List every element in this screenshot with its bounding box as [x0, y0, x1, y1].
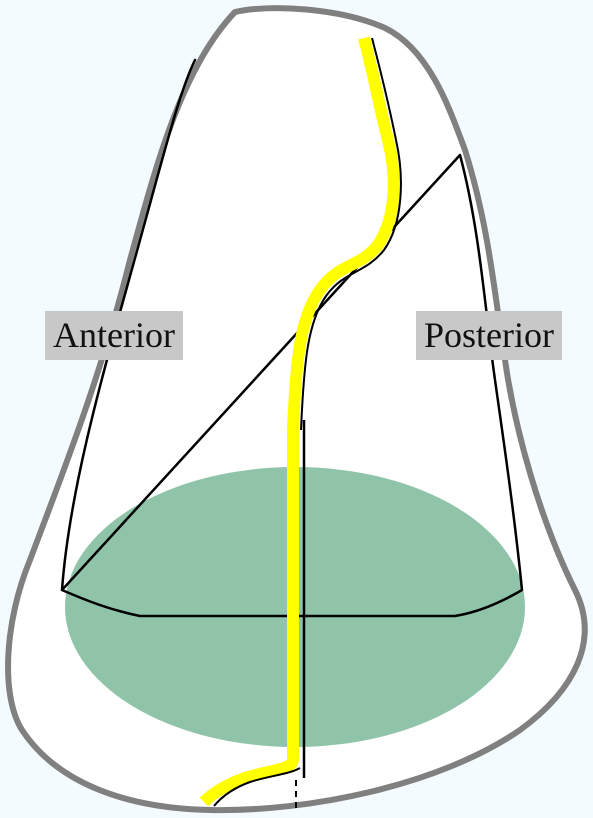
- posterior-label: Posterior: [416, 311, 562, 360]
- anterior-label: Anterior: [45, 311, 183, 360]
- anterior-label-text: Anterior: [53, 315, 175, 355]
- posterior-label-text: Posterior: [424, 315, 554, 355]
